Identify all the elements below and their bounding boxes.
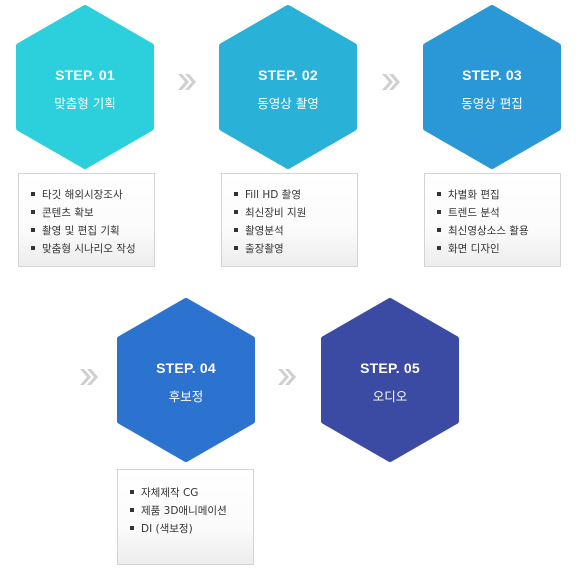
step-02-hexagon: STEP. 02 동영상 촬영 (218, 5, 358, 169)
step-02-details: Fill HD 촬영 최신장비 지원 촬영분석 출장촬영 (221, 173, 358, 267)
list-item: 자체제작 CG (130, 484, 253, 502)
hexagon-shape (321, 298, 459, 462)
step-04-name: 후보정 (168, 389, 204, 404)
square-bullet-icon (31, 210, 35, 214)
square-bullet-icon (130, 508, 134, 512)
step-01-name: 맞춤형 기획 (54, 96, 116, 111)
list-item: 화면 디자인 (437, 240, 560, 258)
list-item: 제품 3D애니메이션 (130, 502, 253, 520)
list-item: Fill HD 촬영 (234, 186, 357, 204)
step-05-hexagon: STEP. 05 오디오 (320, 298, 460, 462)
list-item: 콘텐츠 확보 (31, 204, 154, 222)
square-bullet-icon (31, 228, 35, 232)
chevron-right-icon (176, 72, 198, 92)
square-bullet-icon (234, 192, 238, 196)
step-02-label: STEP. 02 (258, 67, 318, 83)
hexagon-shape (219, 5, 357, 169)
square-bullet-icon (234, 246, 238, 250)
chevron-right-icon (276, 367, 298, 387)
hexagon-shape (16, 5, 154, 169)
step-01-hexagon: STEP. 01 맞춤형 기획 (15, 5, 155, 169)
list-item: 최신영상소스 활용 (437, 222, 560, 240)
step-03-hexagon: STEP. 03 동영상 편집 (422, 5, 562, 169)
list-item: 출장촬영 (234, 240, 357, 258)
list-item: 촬영 및 편집 기획 (31, 222, 154, 240)
square-bullet-icon (130, 490, 134, 494)
square-bullet-icon (31, 246, 35, 250)
square-bullet-icon (31, 192, 35, 196)
list-item: 촬영분석 (234, 222, 357, 240)
step-04-hexagon: STEP. 04 후보정 (116, 298, 256, 462)
list-item: 차별화 편집 (437, 186, 560, 204)
list-item: 최신장비 지원 (234, 204, 357, 222)
list-item: 맞춤형 시나리오 작성 (31, 240, 154, 258)
step-05-label: STEP. 05 (360, 360, 420, 376)
square-bullet-icon (437, 228, 441, 232)
step-03-name: 동영상 편집 (461, 96, 523, 111)
step-04-label: STEP. 04 (156, 360, 216, 376)
hexagon-shape (117, 298, 255, 462)
square-bullet-icon (130, 526, 134, 530)
square-bullet-icon (234, 228, 238, 232)
step-03-details: 차별화 편집 트렌드 분석 최신영상소스 활용 화면 디자인 (424, 173, 561, 267)
hexagon-shape (423, 5, 561, 169)
square-bullet-icon (437, 246, 441, 250)
square-bullet-icon (234, 210, 238, 214)
chevron-right-icon (78, 367, 100, 387)
square-bullet-icon (437, 210, 441, 214)
step-03-label: STEP. 03 (462, 67, 522, 83)
square-bullet-icon (437, 192, 441, 196)
step-01-label: STEP. 01 (55, 67, 115, 83)
list-item: 타깃 해외시장조사 (31, 186, 154, 204)
list-item: 트렌드 분석 (437, 204, 560, 222)
step-04-details: 자체제작 CG 제품 3D애니메이션 DI (색보정) (117, 469, 254, 565)
chevron-right-icon (380, 72, 402, 92)
step-01-details: 타깃 해외시장조사 콘텐츠 확보 촬영 및 편집 기획 맞춤형 시나리오 작성 (18, 173, 155, 267)
list-item: DI (색보정) (130, 520, 253, 538)
step-02-name: 동영상 촬영 (257, 96, 319, 111)
step-05-name: 오디오 (372, 389, 408, 404)
